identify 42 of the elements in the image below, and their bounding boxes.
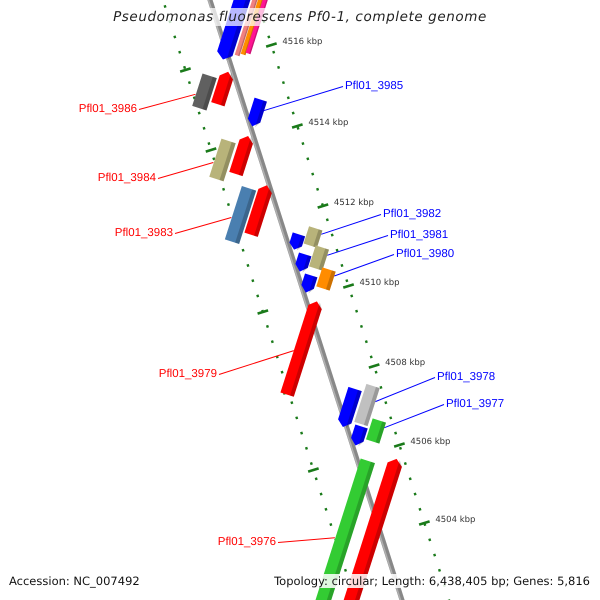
gene-label: Pfl01_3981	[390, 229, 448, 242]
leader-line	[158, 162, 214, 179]
gene-block	[308, 245, 330, 271]
gene-block	[354, 384, 380, 426]
leader-line	[384, 404, 444, 428]
gene-block	[316, 267, 336, 291]
scale-label: 4510 kbp	[360, 278, 400, 288]
gene-label: Pfl01_3978	[437, 371, 496, 384]
leader-line	[320, 214, 382, 235]
leader-line	[374, 377, 436, 402]
gene-label: Pfl01_3984	[98, 172, 156, 185]
gene-label: Pfl01_3980	[396, 248, 454, 261]
leader-line	[218, 350, 294, 375]
leader-line	[138, 94, 196, 110]
title: Pseudomonas fluorescens Pf0-1, complete genome	[111, 8, 489, 26]
gene-block	[304, 226, 322, 248]
gene-label: Pfl01_3985	[345, 80, 404, 93]
scale-label: 4514 kbp	[308, 118, 348, 128]
leader-line	[174, 217, 232, 234]
scale-label: 4512 kbp	[334, 198, 374, 208]
leader-line	[334, 254, 394, 276]
gene-block	[224, 186, 256, 244]
gene-label: Pfl01_3983	[114, 227, 173, 240]
gene-block	[192, 74, 216, 110]
footer-text: Topology: circular; Length: 6,438,405 bp; Genes: 5,816	[274, 574, 590, 588]
leader-line	[278, 537, 336, 543]
gene-label: Pfl01_3979	[158, 368, 217, 381]
gene-label: Pfl01_3982	[383, 208, 442, 221]
scale-label: 4516 kbp	[282, 37, 322, 47]
leader-line	[326, 235, 388, 256]
gene-feature	[246, 98, 266, 128]
gene-block	[208, 138, 236, 182]
gene-block	[366, 418, 386, 444]
scale-label: 4506 kbp	[410, 437, 450, 447]
gene-feature	[280, 299, 324, 397]
gene-label: Pfl01_3986	[78, 103, 137, 116]
leader-line	[263, 86, 344, 112]
gene-label: Pfl01_3976	[218, 536, 276, 549]
scale-label: 4504 kbp	[435, 515, 476, 525]
footer-text: Accession: NC_007492	[9, 574, 140, 588]
scale-label: 4508 kbp	[385, 358, 426, 368]
gene-label: Pfl01_3977	[446, 398, 504, 411]
